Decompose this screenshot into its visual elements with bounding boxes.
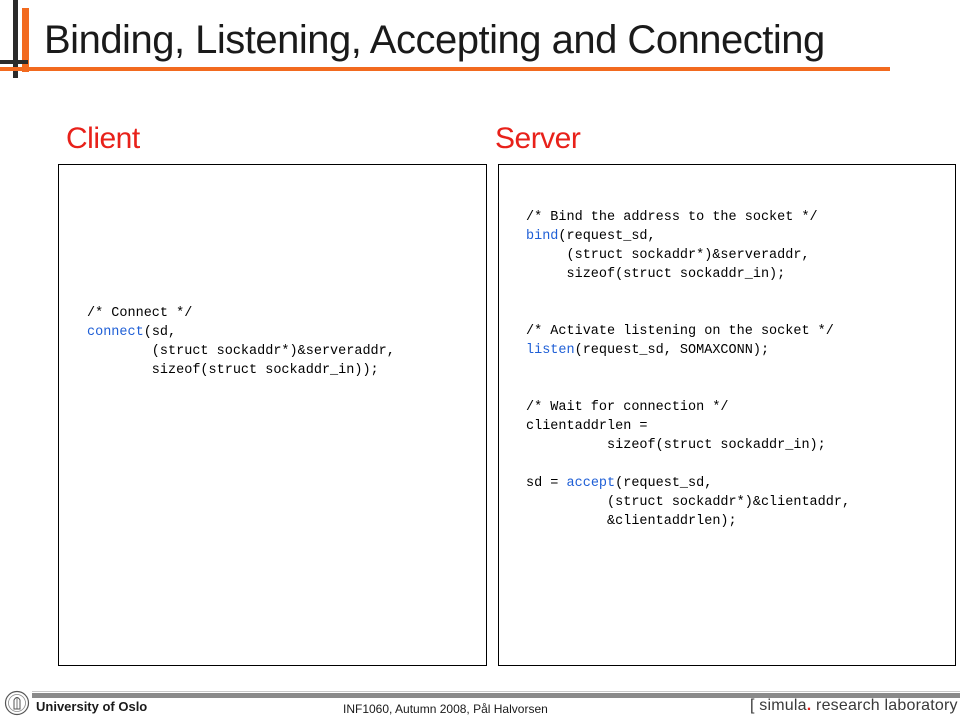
simula-name: [ simula [750,697,807,714]
listen-comment: /* Activate listening on the socket */ [526,324,834,339]
clientaddrlen-line2: sizeof(struct sockaddr_in); [526,438,826,453]
title-accent-orange-vertical [22,8,29,72]
title-accent-dark-horizontal [0,60,28,64]
accept-assign: sd = [526,476,567,491]
listen-args: (request_sd, SOMAXCONN); [574,343,770,358]
client-heading: Client [66,122,140,155]
listen-keyword: listen [526,343,575,358]
simula-dot: . [806,697,812,714]
title-accent-dark-vertical [13,0,18,78]
simula-logo-text: [ simula. research laboratory ] [750,697,960,715]
bind-args-line1: (request_sd, [558,229,656,244]
connect-keyword: connect [87,325,144,340]
accept-comment: /* Wait for connection */ [526,400,729,415]
client-code-panel: /* Connect */ connect(sd, (struct sockad… [58,164,487,666]
clientaddrlen-line1: clientaddrlen = [526,419,648,434]
course-info: INF1060, Autumn 2008, Pål Halvorsen [343,702,548,716]
bind-keyword: bind [526,229,559,244]
connect-comment: /* Connect */ [87,306,193,321]
server-code-panel: /* Bind the address to the socket */ bin… [498,164,956,666]
connect-args-line3: sizeof(struct sockaddr_in)); [87,363,379,378]
server-code-block: /* Bind the address to the socket */ bin… [526,208,850,531]
bind-comment: /* Bind the address to the socket */ [526,210,818,225]
accept-keyword: accept [566,476,616,491]
bind-args-line3: sizeof(struct sockaddr_in); [526,267,786,282]
bind-args-line2: (struct sockaddr*)&serveraddr, [526,248,810,263]
uio-seal-icon [4,690,30,716]
accept-args-line1: (request_sd, [615,476,713,491]
simula-rest: research laboratory ] [811,697,960,714]
footer-rule [32,693,960,698]
university-name: University of Oslo [36,699,148,714]
footer-rule-light [32,691,960,692]
title-underline [0,67,890,71]
accept-args-line3: &clientaddrlen); [526,514,737,529]
accept-args-line2: (struct sockaddr*)&clientaddr, [526,495,851,510]
connect-args-line2: (struct sockaddr*)&serveraddr, [87,344,395,359]
slide-title: Binding, Listening, Accepting and Connec… [44,18,825,62]
client-code-block: /* Connect */ connect(sd, (struct sockad… [87,304,395,380]
server-heading: Server [495,122,581,155]
connect-args-line1: (sd, [143,325,177,340]
